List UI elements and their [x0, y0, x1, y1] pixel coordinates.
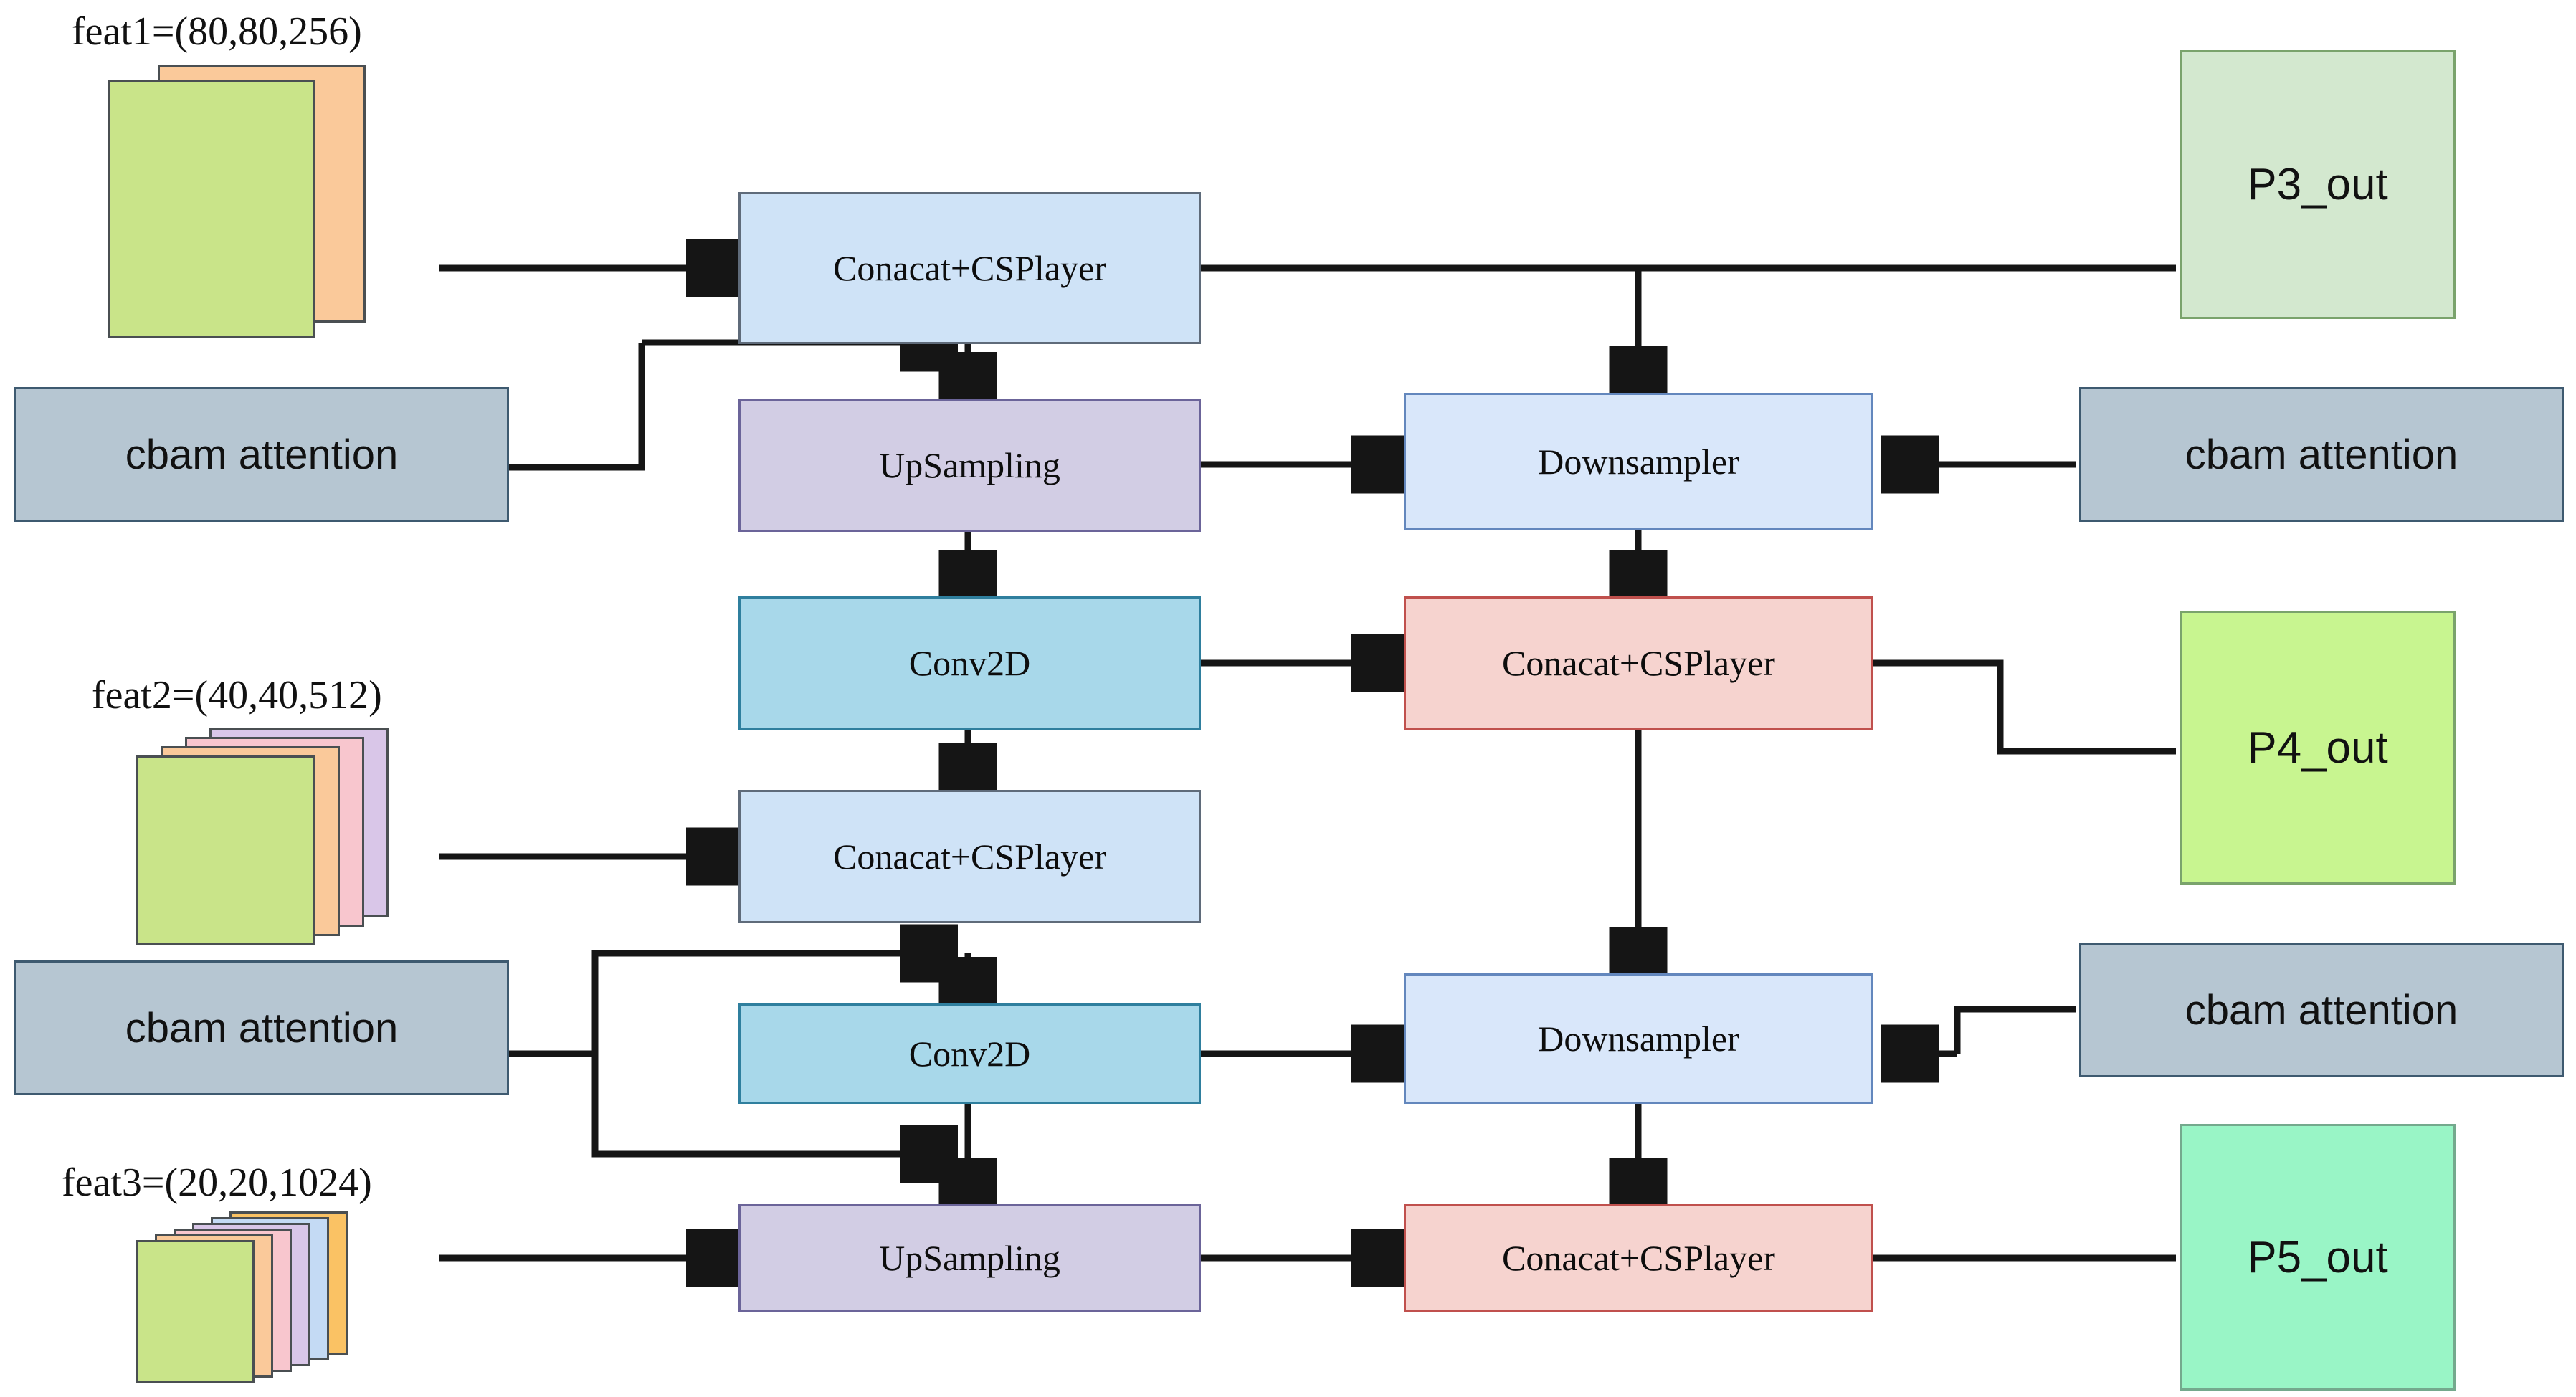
feat2-label: feat2=(40,40,512) — [92, 673, 382, 717]
node-p5-out[interactable]: P5_out — [2180, 1124, 2456, 1391]
feat1-stack — [108, 65, 416, 351]
node-upsampling-2[interactable]: UpSampling — [738, 1204, 1201, 1312]
node-p4-out[interactable]: P4_out — [2180, 611, 2456, 885]
node-upsampling-1[interactable]: UpSampling — [738, 399, 1201, 532]
feat1-label: feat1=(80,80,256) — [72, 9, 362, 54]
feat2-stack — [136, 728, 430, 964]
feat3-label: feat3=(20,20,1024) — [62, 1160, 372, 1205]
wire-cbamright2-elbow — [1954, 1006, 2076, 1054]
node-downsampler-1[interactable]: Downsampler — [1404, 393, 1873, 530]
node-cbam-attention-right-1[interactable]: cbam attention — [2079, 387, 2564, 522]
node-downsampler-2[interactable]: Downsampler — [1404, 973, 1873, 1104]
node-cbam-attention-left-2[interactable]: cbam attention — [14, 960, 509, 1095]
wire-concat3-to-p4out — [1873, 659, 2176, 755]
node-concat-csp-4[interactable]: Conacat+CSPlayer — [1404, 1204, 1873, 1312]
feat1-sheet-1 — [108, 80, 315, 338]
node-cbam-attention-right-2[interactable]: cbam attention — [2079, 943, 2564, 1077]
feat2-sheet-3 — [136, 755, 315, 945]
node-concat-csp-2[interactable]: Conacat+CSPlayer — [738, 790, 1201, 923]
node-p3-out[interactable]: P3_out — [2180, 50, 2456, 319]
feat3-stack — [136, 1211, 430, 1397]
feat3-sheet-5 — [136, 1240, 255, 1383]
node-concat-csp-1[interactable]: Conacat+CSPlayer — [738, 192, 1201, 344]
node-conv2d-1[interactable]: Conv2D — [738, 596, 1201, 730]
node-conv2d-2[interactable]: Conv2D — [738, 1003, 1201, 1104]
node-concat-csp-3[interactable]: Conacat+CSPlayer — [1404, 596, 1873, 730]
wire-cbamleft1-elbow — [507, 343, 645, 471]
node-cbam-attention-left-1[interactable]: cbam attention — [14, 387, 509, 522]
